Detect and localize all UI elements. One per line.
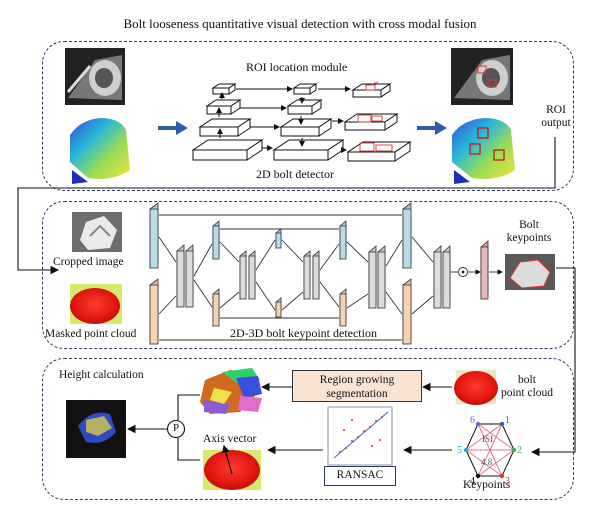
roi-module-label: ROI location module	[246, 60, 348, 74]
ransac-plot	[327, 406, 393, 466]
cropped-image-label: Cropped image	[53, 256, 124, 268]
height-panel	[42, 358, 574, 500]
bolt-keypoints-image	[505, 254, 555, 290]
keypoints-label: Keypoints	[463, 479, 511, 491]
bolt-point-cloud-label: bolt point cloud	[500, 374, 554, 399]
figure-title: Bolt looseness quantitative visual detec…	[123, 16, 477, 31]
roi-photo-output	[451, 48, 513, 105]
roi-panel	[42, 41, 574, 191]
segmented-cloud-image	[200, 368, 262, 414]
connector-roi-to-crop	[17, 137, 556, 275]
detector-label: 2D bolt detector	[256, 167, 334, 181]
input-photo	[65, 48, 125, 105]
p-node	[166, 419, 186, 439]
kp-center-isi: ISI	[482, 434, 493, 444]
roi-cloud-output	[452, 118, 515, 184]
ransac-box: RANSAC	[324, 466, 396, 486]
region-growing-box: Region growing segmentation	[292, 370, 422, 402]
keypoints-hexagon	[463, 421, 517, 479]
keypoint-panel	[42, 201, 574, 349]
kp-number-4: 4	[470, 476, 475, 487]
p-symbol: P	[172, 422, 180, 434]
keypoint-network-links	[158, 214, 503, 341]
p-node-links	[126, 394, 200, 461]
kp-number-2: 2	[517, 445, 522, 456]
bolt-keypoints-label: Bolt keypoints	[506, 219, 552, 244]
masked-point-cloud-image	[70, 284, 122, 324]
roi-module-arrows	[216, 86, 351, 153]
connector-keypoints-down	[530, 267, 576, 457]
axis-vector-label: Axis vector	[203, 433, 257, 445]
roi-red-anchors	[357, 81, 393, 152]
roi-module-network	[191, 83, 412, 162]
height-calculation-label: Height calculation	[59, 369, 144, 381]
keypoint-network	[149, 202, 489, 345]
kp-number-6: 6	[470, 415, 475, 426]
cropped-image	[72, 212, 122, 252]
kp-number-3: 3	[505, 476, 510, 487]
roi-output-label: ROI output	[541, 104, 571, 129]
kp-number-1: 1	[505, 415, 510, 426]
blue-arrow-out	[417, 121, 447, 135]
blue-arrow-in	[158, 121, 188, 135]
input-point-cloud	[70, 118, 130, 184]
detection-label: 2D-3D bolt keypoint detection	[230, 326, 377, 340]
masked-cloud-label: Masked point cloud	[45, 328, 137, 340]
axis-vector-cloud	[203, 444, 261, 490]
kp-center-grade: 4.8	[481, 457, 493, 467]
kp-number-5: 5	[457, 445, 462, 456]
bolt-point-cloud-image	[454, 370, 498, 405]
height-result-image	[66, 400, 126, 458]
